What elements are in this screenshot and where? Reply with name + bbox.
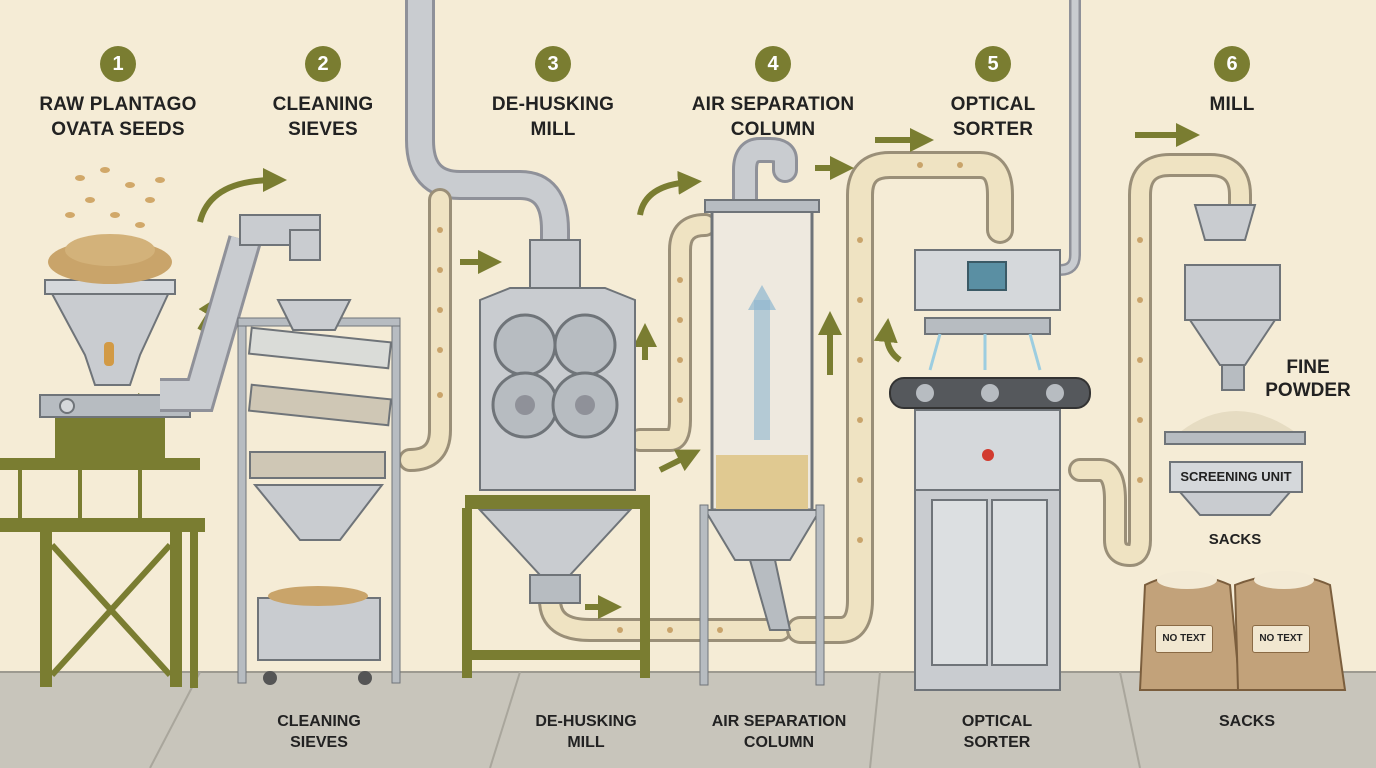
- step-title-6: MILL: [1122, 92, 1342, 117]
- final-mill: [1164, 204, 1306, 516]
- air-separation-column: [699, 199, 825, 686]
- step-title-1-line1: RAW PLANTAGO: [39, 94, 197, 115]
- step-title-3-line1: DE-HUSKING: [491, 94, 615, 115]
- sack-tag-1: NO TEXT: [1155, 625, 1213, 653]
- step-title-5: OPTICAL SORTER: [883, 92, 1103, 142]
- step-badge-6: 6: [1214, 46, 1250, 82]
- step-badge-5: 5: [975, 46, 1011, 82]
- sacks-upper-label: SACKS: [1208, 531, 1262, 548]
- step-title-5-line1: OPTICAL: [950, 94, 1036, 115]
- screening-unit-label: SCREENING UNIT: [1180, 469, 1292, 484]
- bottom-label-1-line1: CLEANING: [277, 713, 361, 730]
- step-title-2-line2: SIEVES: [288, 119, 358, 140]
- raw-seed-hopper: [0, 234, 205, 688]
- falling-seeds: [65, 167, 165, 228]
- step-title-5-line2: SORTER: [952, 119, 1034, 140]
- step-title-2-line1: CLEANING: [272, 94, 374, 115]
- step-title-3: DE-HUSKING MILL: [443, 92, 663, 142]
- fine-powder-line2: POWDER: [1265, 380, 1351, 401]
- bottom-label-3-line1: AIR SEPARATION: [711, 713, 847, 730]
- inclined-conveyor: [160, 214, 321, 412]
- fine-powder-line1: FINE: [1286, 357, 1330, 378]
- bottom-label-2-line2: MILL: [567, 734, 605, 751]
- cleaning-sieve-frame: [237, 299, 401, 685]
- step-title-4-line1: AIR SEPARATION: [691, 94, 855, 115]
- bottom-label-1-line2: SIEVES: [290, 734, 348, 751]
- step-badge-3: 3: [535, 46, 571, 82]
- step-badge-1: 1: [100, 46, 136, 82]
- transport-pipes: [398, 0, 1252, 644]
- step-title-1: RAW PLANTAGO OVATA SEEDS: [8, 92, 228, 142]
- step-title-2: CLEANING SIEVES: [213, 92, 433, 142]
- step-title-6-line1: MILL: [1209, 94, 1255, 115]
- step-title-1-line2: OVATA SEEDS: [51, 119, 185, 140]
- bottom-label-cleaning-sieves: CLEANING SIEVES: [219, 711, 419, 753]
- bottom-label-2-line1: DE-HUSKING: [535, 713, 637, 730]
- step-title-3-line2: MILL: [530, 119, 576, 140]
- step-badge-4: 4: [755, 46, 791, 82]
- bottom-label-3-line2: COLUMN: [743, 734, 815, 751]
- step-badge-2: 2: [305, 46, 341, 82]
- step-title-4-line2: COLUMN: [730, 119, 816, 140]
- pipe-seeds: [437, 162, 1143, 633]
- fine-powder-label: FINE POWDER: [1258, 356, 1358, 402]
- bottom-label-air-separation-column: AIR SEPARATION COLUMN: [679, 711, 879, 753]
- optical-sorter: [889, 249, 1091, 691]
- step-title-4: AIR SEPARATION COLUMN: [663, 92, 883, 142]
- bottom-label-5-line1: SACKS: [1218, 713, 1275, 730]
- de-husking-mill: [462, 239, 650, 678]
- bottom-label-4-line2: SORTER: [963, 734, 1031, 751]
- bottom-label-sacks: SACKS: [1147, 711, 1347, 732]
- bottom-label-de-husking-mill: DE-HUSKING MILL: [486, 711, 686, 753]
- sack-tag-2: NO TEXT: [1252, 625, 1310, 653]
- bottom-label-4-line1: OPTICAL: [961, 713, 1033, 730]
- bottom-label-optical-sorter: OPTICAL SORTER: [897, 711, 1097, 753]
